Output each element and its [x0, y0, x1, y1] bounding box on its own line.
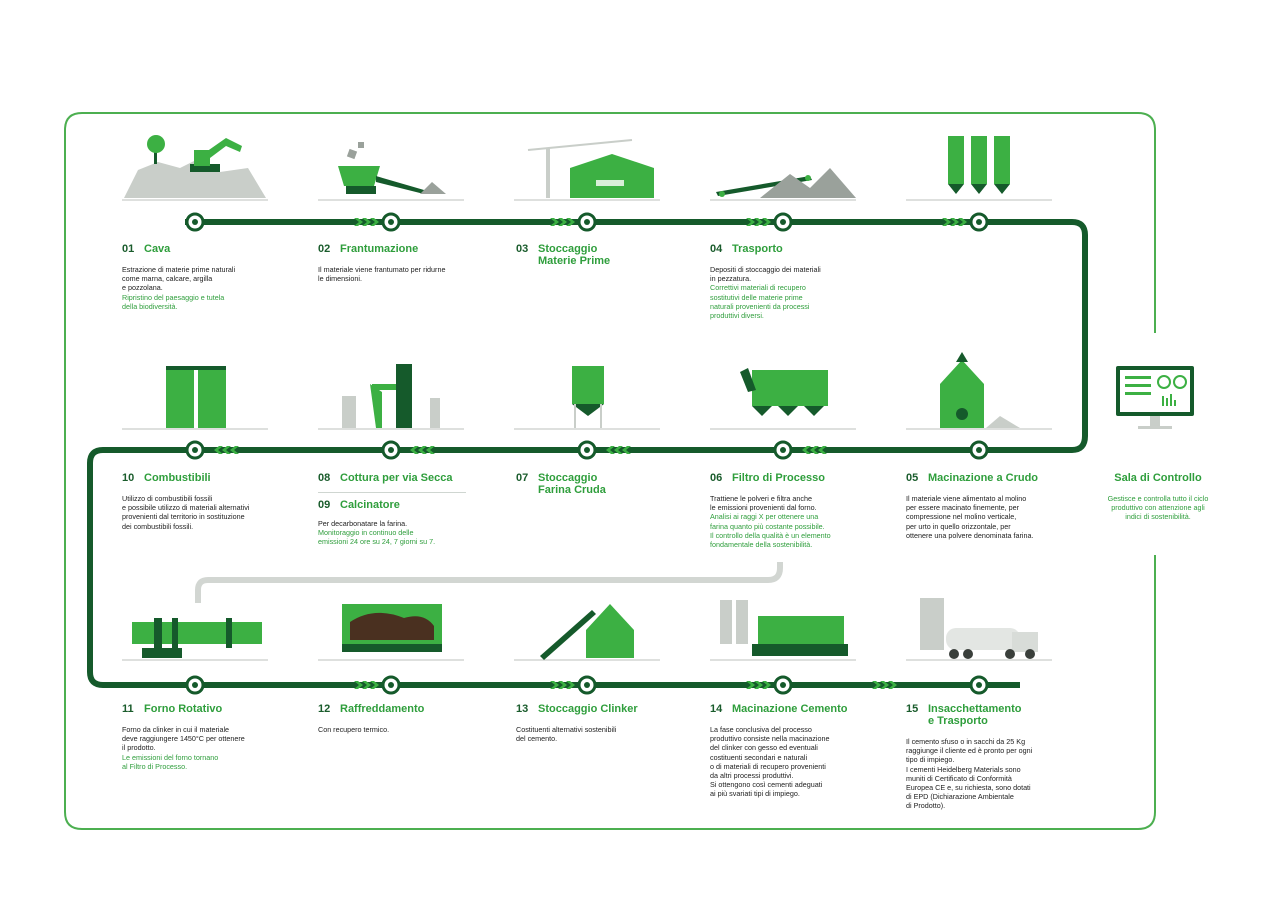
- step-note: Analisi ai raggi X per ottenere una fari…: [710, 512, 831, 550]
- clinker-cooler-icon: [342, 604, 442, 652]
- sub-step-note: Monitoraggio in continuo delle emissioni…: [318, 528, 436, 547]
- arrows-row-2: [214, 446, 827, 454]
- arrows-row-1: [354, 218, 967, 226]
- cement-truck-icon: [920, 598, 1038, 659]
- fuel-silos-icon: [166, 366, 226, 428]
- crusher-icon: [338, 142, 446, 194]
- clinker-storage-icon: [540, 604, 634, 660]
- ground-lines: [122, 199, 1052, 661]
- control-monitor-icon: [1116, 366, 1194, 429]
- raw-mill-icon: [940, 352, 1020, 428]
- return-line: [195, 562, 783, 603]
- step-description: Con recupero termico.: [318, 725, 390, 734]
- step-note: Correttivi materiali di recupero sostitu…: [710, 283, 810, 321]
- step-description: Il materiale viene frantumato per ridurn…: [318, 265, 446, 284]
- step-description: Depositi di stoccaggio dei materiali in …: [710, 265, 821, 284]
- step-description: La fase conclusiva del processo produtti…: [710, 725, 830, 799]
- preheater-tower-icon: [342, 364, 440, 428]
- step-description: Costituenti alternativi sostenibili del …: [516, 725, 617, 744]
- step-description: Estrazione di materie prime naturali com…: [122, 265, 236, 293]
- control-room: Sala di Controllo Gestisce e controlla t…: [1092, 472, 1224, 522]
- control-room-title: Sala di Controllo: [1114, 472, 1202, 484]
- step-note: Ripristino del paesaggio e tutela della …: [122, 292, 225, 311]
- process-filter-icon: [740, 368, 828, 416]
- step-description: Trattiene le polveri e filtra anche le e…: [710, 494, 817, 513]
- step-nodes: [185, 212, 989, 695]
- quarry-excavator-icon: [124, 135, 266, 198]
- raw-meal-silo-icon: [572, 366, 604, 428]
- step-description: Utilizzo di combustibili fossili e possi…: [122, 494, 250, 531]
- raw-material-storage-icon: [527, 139, 654, 198]
- step-description: Il materiale viene alimentato al molino …: [906, 494, 1034, 540]
- cement-silos-icon: [948, 136, 1010, 194]
- step-description: Il cemento sfuso o in sacchi da 25 Kg ra…: [906, 737, 1033, 811]
- sub-step-description: Per decarbonatare la farina.: [318, 519, 408, 528]
- rotary-kiln-icon: [132, 618, 262, 658]
- step-note: Le emissioni del forno tornano al Filtro…: [122, 752, 219, 771]
- outer-frame: [64, 112, 1156, 830]
- conveyor-belt-icon: [716, 168, 856, 198]
- divider: [318, 492, 466, 493]
- cement-mill-icon: [720, 600, 848, 656]
- step-description: Forno da clinker in cui il materiale dev…: [122, 725, 245, 753]
- control-room-note: Gestisce e controlla tutto il ciclo prod…: [1107, 494, 1209, 522]
- arrows-row-3: [354, 681, 897, 689]
